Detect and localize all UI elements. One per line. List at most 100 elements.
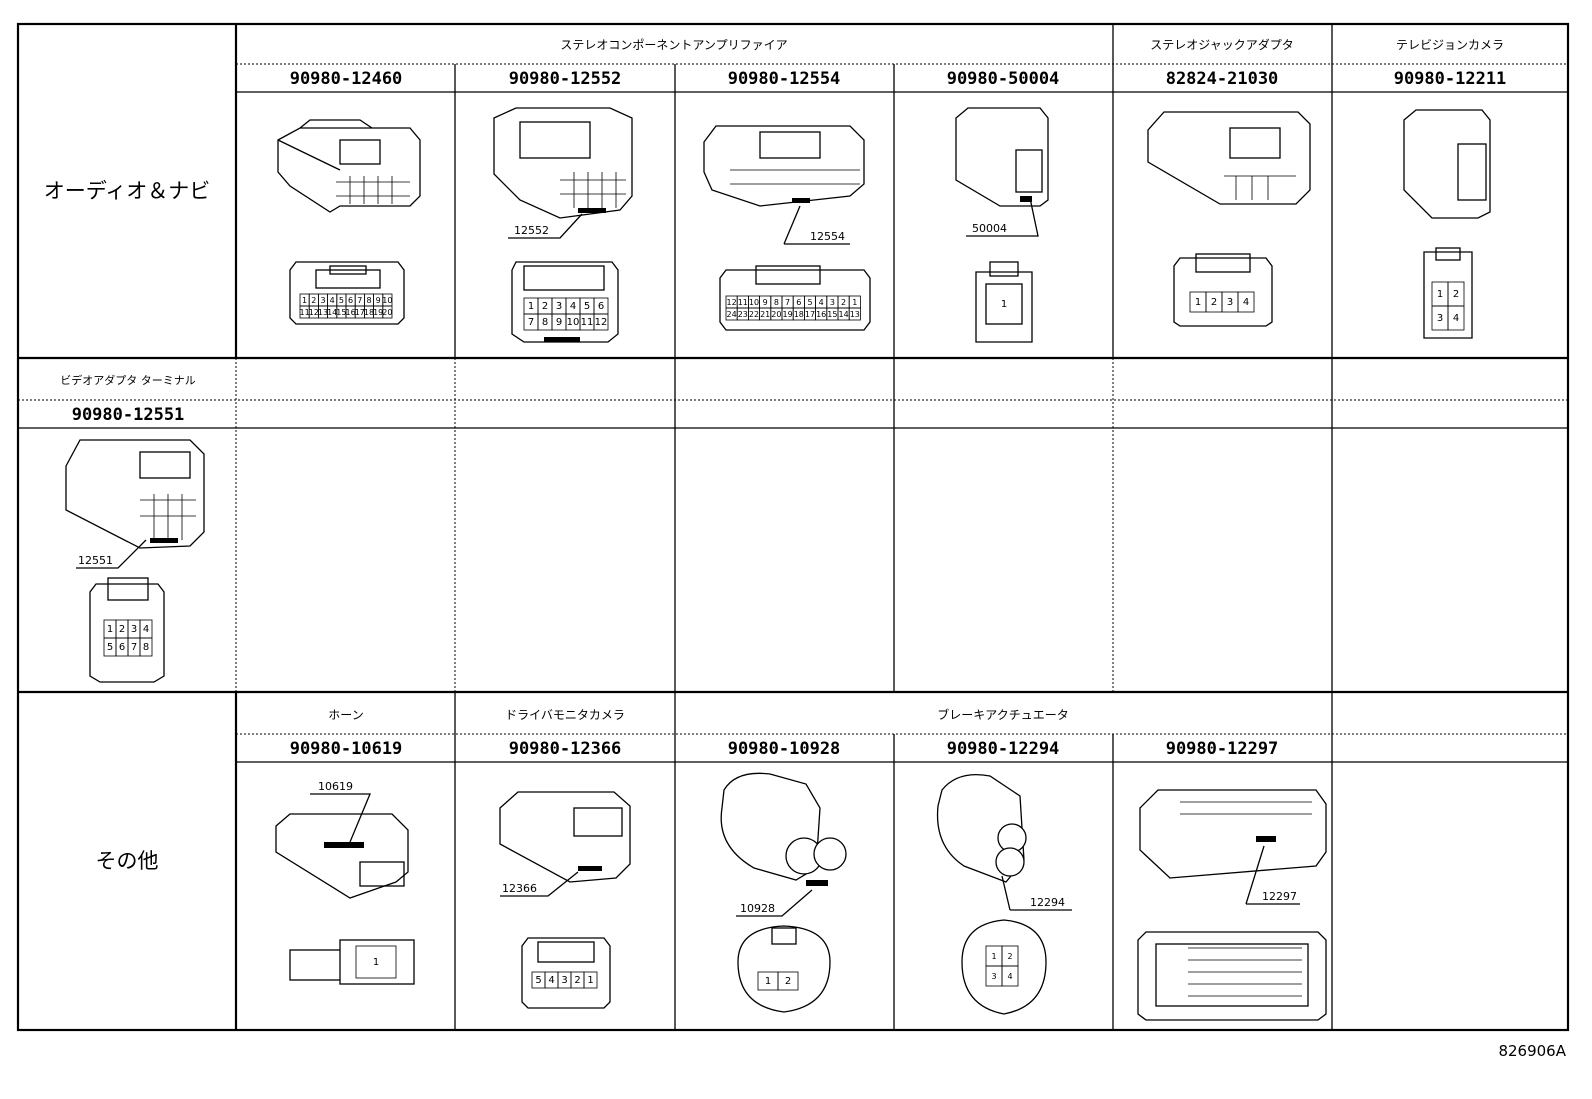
pin-label: 13	[850, 310, 860, 319]
group-horn: ホーン	[328, 708, 363, 722]
part-no: 90980-12366	[509, 739, 622, 759]
callout-label: 12297	[1262, 890, 1297, 903]
connector-10928-face	[737, 925, 831, 1013]
callout-label: 12366	[502, 882, 537, 895]
connector-50004-illustration	[955, 107, 1049, 207]
pin-label: 3	[1227, 297, 1233, 308]
part-no: 90980-12297	[1166, 739, 1279, 759]
pin-label: 13	[318, 308, 328, 317]
pin-label: 2	[1007, 952, 1012, 961]
connector-12211-illustration	[1403, 109, 1491, 219]
pin-label: 9	[556, 317, 562, 328]
pin-cell	[593, 313, 609, 331]
connector-12366-face	[521, 937, 611, 1009]
connector-12297-face	[1137, 931, 1327, 1021]
pin-label: 19	[373, 308, 383, 317]
connector-12554-illustration	[703, 125, 865, 207]
pin-label: 7	[528, 317, 534, 328]
pin-label: 3	[131, 624, 137, 635]
pin-label: 1	[373, 957, 379, 968]
part-no: 90980-10928	[728, 739, 841, 759]
connector-10619-illustration	[275, 813, 409, 899]
pin-label: 11	[300, 308, 310, 317]
pin-label: 6	[348, 296, 353, 305]
pin-label: 15	[336, 308, 346, 317]
connector-12294-illustration	[936, 773, 1027, 883]
pin-label: 1	[1001, 299, 1007, 310]
pin-label: 6	[796, 298, 801, 307]
part-no: 90980-10619	[290, 739, 403, 759]
pin-label: 4	[1007, 972, 1012, 981]
connector-12297-illustration	[1139, 789, 1327, 879]
pin-label: 2	[785, 976, 791, 987]
part-no: 90980-12554	[728, 69, 841, 89]
callout-label: 10619	[318, 780, 353, 793]
pin-cell	[1447, 305, 1465, 331]
pin-label: 4	[143, 624, 149, 635]
pin-label: 17	[355, 308, 365, 317]
pin-label: 12	[309, 308, 319, 317]
callout-label: 50004	[972, 222, 1007, 235]
part-no: 82824-21030	[1166, 69, 1279, 89]
callout-label: 12294	[1030, 896, 1065, 909]
pin-label: 3	[320, 296, 325, 305]
pin-label: 17	[805, 310, 815, 319]
connector-21030-face	[1173, 253, 1273, 327]
pin-label: 23	[738, 310, 748, 319]
pin-label: 5	[584, 301, 590, 312]
pin-label: 3	[556, 301, 562, 312]
pin-label: 12	[727, 298, 737, 307]
pin-label: 4	[1243, 297, 1249, 308]
part-no: 90980-50004	[947, 69, 1060, 89]
pin-label: 20	[382, 308, 392, 317]
pin-label: 10	[567, 317, 580, 328]
pin-label: 1	[852, 298, 857, 307]
pin-cell	[355, 945, 397, 979]
pin-grid: 1	[355, 945, 397, 979]
pin-label: 8	[366, 296, 371, 305]
pin-label: 4	[570, 301, 576, 312]
pin-label: 6	[598, 301, 604, 312]
pin-label: 1	[528, 301, 534, 312]
pin-label: 22	[749, 310, 759, 319]
connector-21030-illustration	[1147, 111, 1311, 205]
connector-12554-face	[719, 265, 871, 331]
pin-cell	[1001, 965, 1019, 987]
pin-cell	[777, 971, 799, 991]
callout-label: 12552	[514, 224, 549, 237]
pin-label: 15	[827, 310, 837, 319]
group-driver-monitor: ドライバモニタカメラ	[505, 708, 625, 722]
pin-label: 3	[1437, 313, 1443, 324]
pin-label: 10	[382, 296, 392, 305]
pin-label: 11	[738, 298, 748, 307]
pin-cell	[382, 305, 393, 319]
callout-leaders	[76, 197, 1300, 917]
connector-10928-illustration	[720, 772, 847, 886]
pin-label: 1	[765, 976, 771, 987]
category-audio-nav: オーディオ＆ナビ	[44, 179, 211, 203]
pin-label: 20	[771, 310, 781, 319]
pin-label: 9	[376, 296, 381, 305]
pin-label: 14	[327, 308, 337, 317]
callout-label: 10928	[740, 902, 775, 915]
group-brake-actuator: ブレーキアクチュエータ	[937, 707, 1068, 722]
pin-label: 19	[783, 310, 793, 319]
part-no: 90980-12460	[290, 69, 403, 89]
pin-cell	[1237, 291, 1255, 313]
pin-label: 18	[794, 310, 804, 319]
part-no: 90980-12551	[72, 405, 185, 425]
pin-label: 3	[991, 972, 996, 981]
pin-label: 1	[1195, 297, 1201, 308]
callout-label: 12551	[78, 554, 113, 567]
pin-label: 4	[819, 298, 824, 307]
group-video-adapter: ビデオアダプタ ターミナル	[60, 373, 196, 387]
connector-12551-face	[89, 577, 165, 683]
pin-label: 1	[107, 624, 113, 635]
pin-label: 4	[548, 975, 554, 986]
pin-label: 7	[785, 298, 790, 307]
pin-label: 2	[1211, 297, 1217, 308]
